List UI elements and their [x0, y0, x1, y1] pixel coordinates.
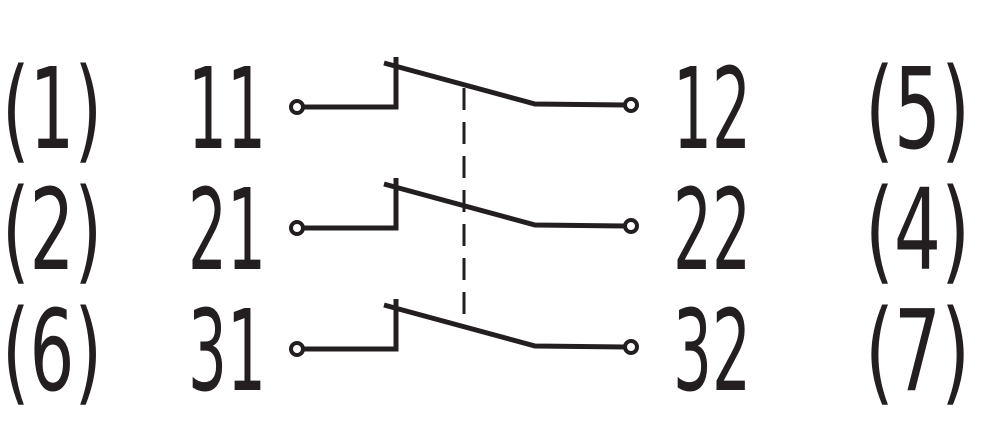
switch-blade: [383, 60, 626, 108]
pin-left-label: (1): [2, 45, 102, 175]
left-terminal-circle: [289, 220, 305, 236]
switch-pole: (6) 31 32 (7): [2, 287, 970, 417]
terminal-right-label: 32: [673, 287, 751, 417]
left-terminal-circle: [289, 341, 305, 357]
terminal-left-label: 31: [188, 287, 266, 417]
terminal-left-label: 11: [188, 45, 266, 175]
switch-pole: (1) 11 12 (5): [2, 45, 970, 175]
pin-right-label: (5): [865, 45, 970, 175]
left-contact-wire: [303, 178, 399, 231]
switch-pole: (2) 21 22 (4): [2, 166, 970, 296]
right-terminal-circle: [623, 218, 639, 234]
left-terminal-circle: [289, 99, 305, 115]
right-terminal-circle: [623, 339, 639, 355]
left-contact-wire: [303, 299, 399, 352]
left-contact-wire: [303, 57, 399, 110]
switch-blade: [383, 181, 626, 229]
pin-right-label: (4): [865, 166, 970, 296]
switch-blade: [383, 302, 626, 350]
terminal-right-label: 12: [673, 45, 751, 175]
terminal-left-label: 21: [188, 166, 266, 296]
terminal-right-label: 22: [673, 166, 751, 296]
pin-right-label: (7): [865, 287, 970, 417]
right-terminal-circle: [623, 97, 639, 113]
pin-left-label: (2): [2, 166, 102, 296]
pin-left-label: (6): [2, 287, 102, 417]
